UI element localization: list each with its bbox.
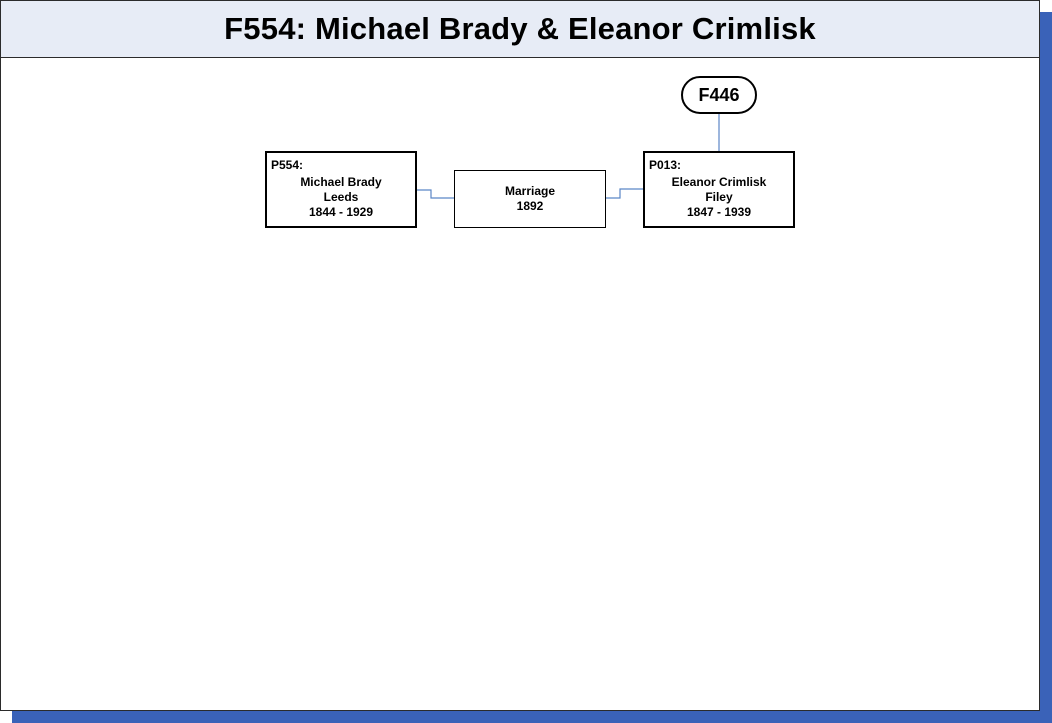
diagram-sheet: F554: Michael Brady & Eleanor Crimlisk [0,0,1040,711]
title-bar: F554: Michael Brady & Eleanor Crimlisk [1,1,1039,58]
marriage-year: 1892 [516,199,544,213]
wife-dates: 1847 - 1939 [686,205,752,219]
husband-name: Michael Brady [300,175,382,189]
parent-family-node[interactable]: F446 [681,76,757,114]
parent-family-id: F446 [698,84,740,105]
wife-id: P013: [649,158,682,172]
wife-name: Eleanor Crimlisk [671,175,767,189]
husband-place: Leeds [323,190,359,204]
wife-person-box[interactable]: P013: Eleanor Crimlisk Filey 1847 - 1939 [643,151,795,228]
marriage-label: Marriage [504,184,556,198]
husband-person-box[interactable]: P554: Michael Brady Leeds 1844 - 1929 [265,151,417,228]
wife-place: Filey [705,190,733,204]
husband-id: P554: [271,158,304,172]
marriage-box[interactable]: Marriage 1892 [454,170,606,228]
husband-dates: 1844 - 1929 [308,205,374,219]
page-title: F554: Michael Brady & Eleanor Crimlisk [224,11,816,46]
